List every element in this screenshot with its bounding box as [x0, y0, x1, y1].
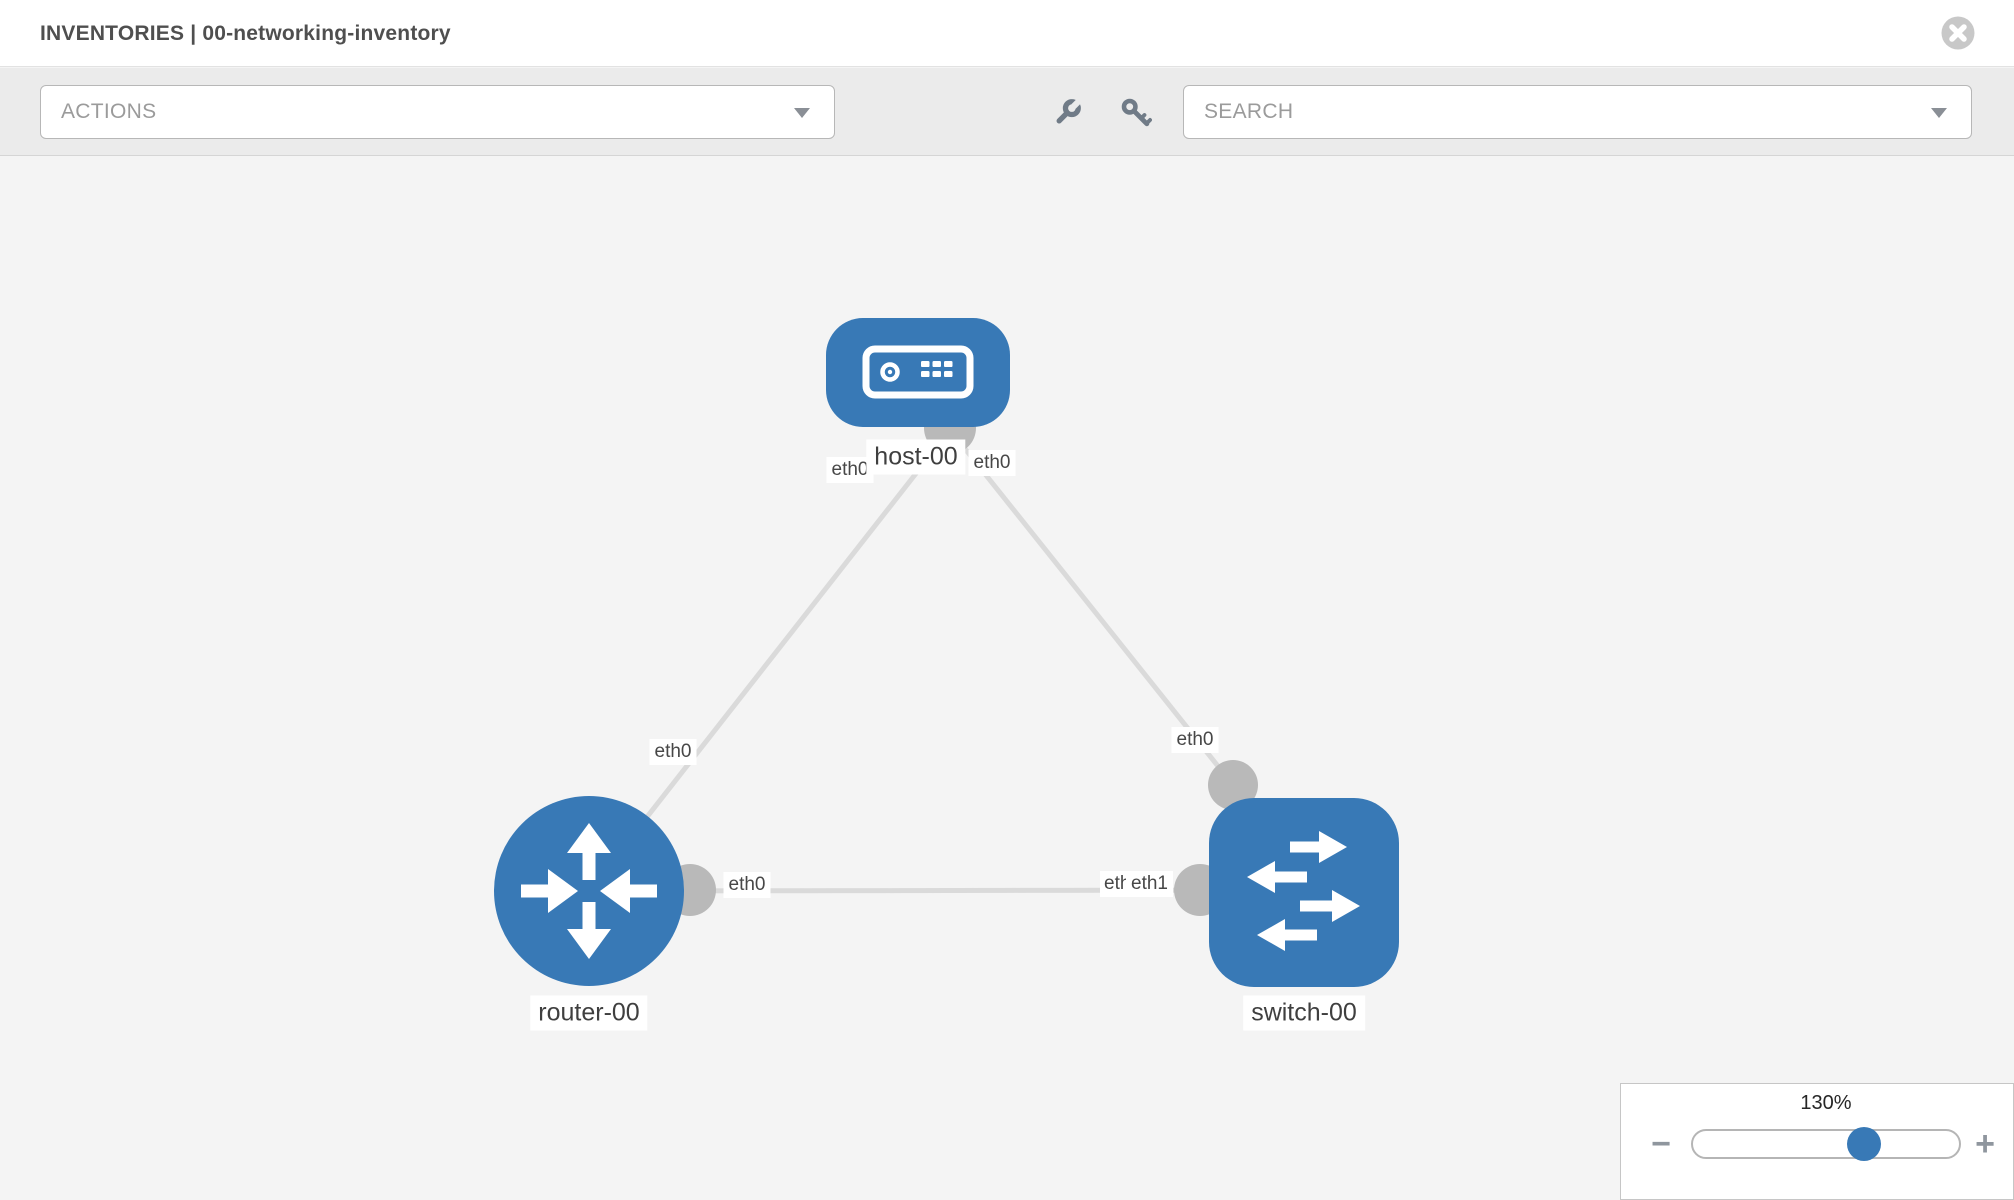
key-icon [1121, 98, 1152, 127]
node-label-router-00: router-00 [530, 995, 648, 1031]
search-dropdown[interactable]: SEARCH [1183, 85, 1972, 139]
topology-canvas[interactable]: eth0 eth0 eth0 eth0 eth0 eth1 eth1 host-… [0, 156, 2014, 1200]
node-label-switch-00: switch-00 [1243, 995, 1365, 1031]
header-bar: INVENTORIES | 00-networking-inventory [0, 0, 2014, 67]
switch-icon [1247, 831, 1360, 951]
interface-label: eth0 [649, 739, 697, 765]
wrench-button[interactable] [1050, 97, 1084, 129]
actions-dropdown[interactable]: ACTIONS [40, 85, 835, 139]
zoom-panel: 130% − + [1620, 1083, 2014, 1200]
page-title: INVENTORIES | 00-networking-inventory [40, 22, 451, 45]
node-router-00[interactable] [494, 796, 684, 986]
router-icon [521, 823, 657, 959]
interface-label: eth0 [826, 457, 874, 483]
chevron-down-icon [794, 108, 810, 118]
key-button[interactable] [1119, 97, 1153, 129]
wrench-icon [1056, 98, 1082, 124]
close-button[interactable] [1941, 16, 1975, 50]
actions-dropdown-label: ACTIONS [61, 100, 157, 123]
link-host-router[interactable] [587, 428, 952, 893]
interface-label: eth0 [1171, 727, 1219, 753]
close-icon [1941, 16, 1975, 50]
host-icon [862, 345, 974, 399]
zoom-in-button[interactable]: + [1965, 1126, 2005, 1162]
toolbar: ACTIONS SEARCH [0, 68, 2014, 156]
search-dropdown-label: SEARCH [1204, 100, 1294, 123]
zoom-out-button[interactable]: − [1641, 1126, 1681, 1162]
interface-label: eth0 [723, 872, 771, 898]
zoom-slider-thumb[interactable] [1847, 1127, 1881, 1161]
interface-label: eth0 [968, 450, 1016, 476]
node-label-host-00: host-00 [866, 439, 966, 475]
endpoint-switch-eth0 [1208, 760, 1258, 810]
node-switch-00[interactable] [1209, 798, 1399, 987]
zoom-slider-track[interactable] [1691, 1129, 1961, 1159]
interface-label: eth1 [1100, 871, 1128, 897]
interface-label: eth1 [1126, 871, 1173, 897]
zoom-level-value: 130% [1800, 1092, 1852, 1114]
topology-graph [494, 318, 1399, 987]
link-host-switch[interactable] [948, 428, 1235, 787]
node-host-00[interactable] [826, 318, 1010, 427]
chevron-down-icon [1931, 108, 1947, 118]
